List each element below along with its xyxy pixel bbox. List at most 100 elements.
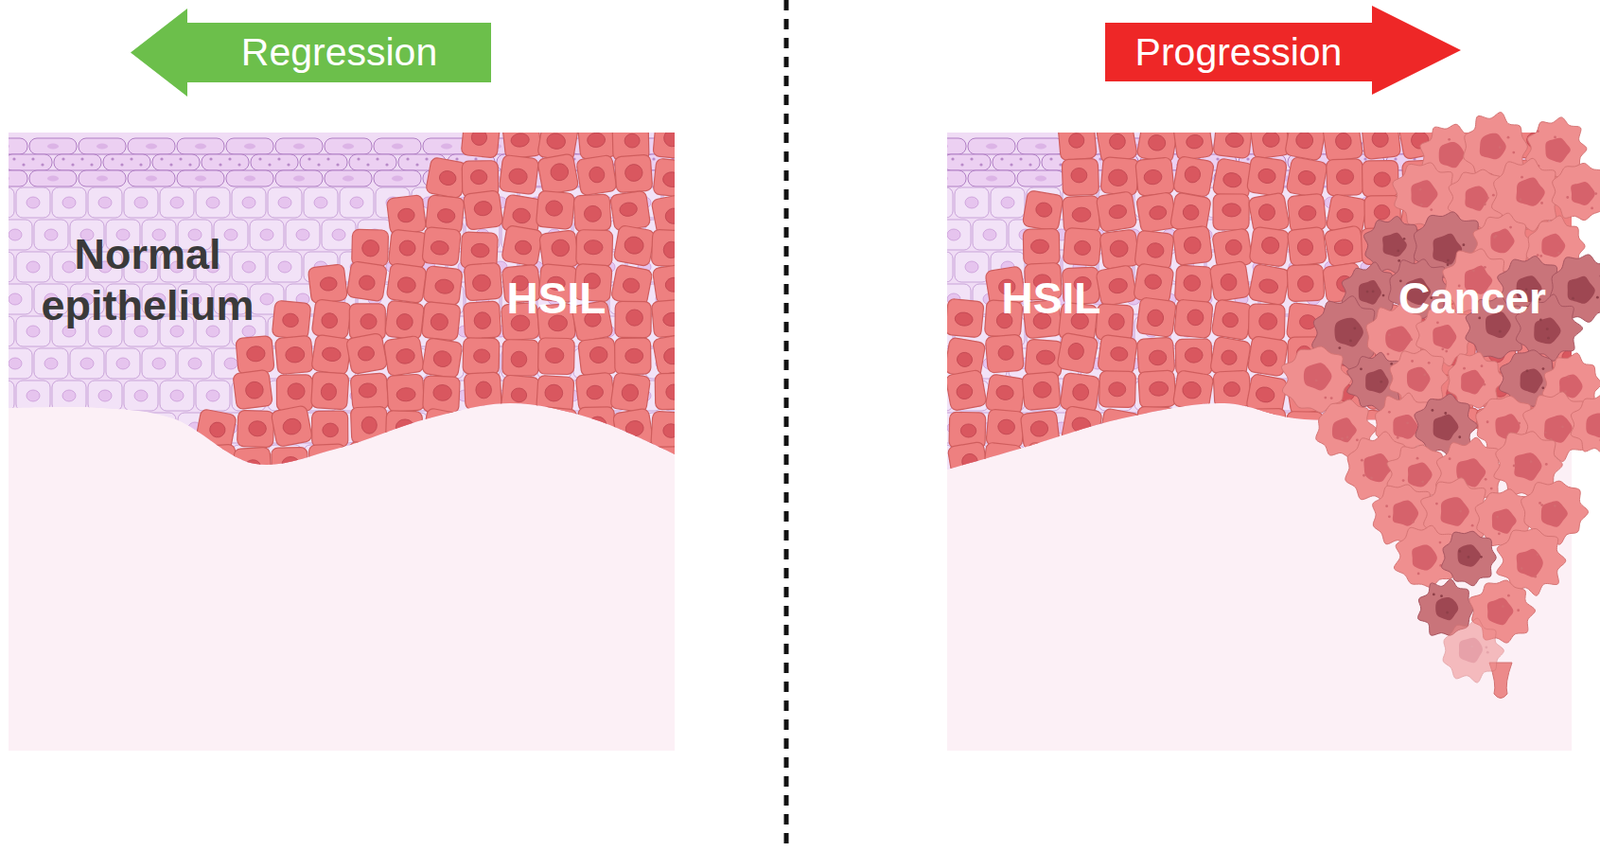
right-epithelium [918, 117, 1600, 540]
squamous-cell [78, 138, 126, 155]
hsil-cell [463, 371, 502, 410]
cell-nucleus [1270, 486, 1284, 498]
hsil-cell [311, 298, 352, 340]
hsil-cell [610, 263, 653, 307]
hsil-cell [232, 369, 273, 409]
hsil-cell [947, 440, 989, 483]
basal-cell [447, 509, 482, 540]
cell-nucleus [206, 518, 220, 530]
basal-cell [1062, 444, 1097, 475]
basal-cell [1062, 509, 1097, 540]
cell-nucleus [1252, 518, 1266, 530]
cell-nucleus [691, 293, 705, 305]
hsil-cell [1033, 381, 1053, 399]
basal-cell [1080, 476, 1115, 508]
hsil-cell [1107, 132, 1126, 151]
hsil-cell [1248, 226, 1290, 267]
cancer-cell [1397, 259, 1401, 263]
hsil-cell [463, 262, 503, 301]
basal-cell [591, 509, 626, 540]
hsil-cell [1286, 226, 1327, 266]
squamous-cell [373, 138, 422, 155]
hsil-cell [244, 458, 261, 474]
hsil-cell [1058, 445, 1096, 483]
hsil-cell [1095, 122, 1138, 164]
cell-nucleus [0, 261, 4, 273]
hsil-cell [360, 314, 377, 330]
hsil-cell [245, 380, 265, 400]
cell-nucleus [293, 143, 305, 150]
hsil-cell [1285, 156, 1328, 198]
hsil-cell [1210, 444, 1249, 484]
cancer-cell [1419, 188, 1423, 192]
hsil-cell [1248, 192, 1290, 234]
hsil-cell [421, 407, 463, 450]
hsil-cell [233, 446, 272, 485]
squamous-cell [324, 170, 372, 187]
hsil-cell [945, 298, 985, 338]
hsil-cell [985, 408, 1025, 448]
hsil-cell [276, 374, 313, 411]
cell-nucleus [194, 143, 207, 150]
cancer-cell [1479, 133, 1507, 160]
hsil-cell [615, 441, 654, 481]
hsil-cell [588, 416, 607, 434]
hsil-cell [1062, 227, 1102, 266]
hsil-cell [1334, 131, 1353, 151]
squamous-cell [4, 154, 53, 171]
cell-nucleus [98, 518, 112, 530]
hsil-cell [1297, 275, 1314, 293]
hsil-cell [583, 239, 603, 255]
cell-nucleus [134, 196, 148, 209]
cell-nucleus [342, 143, 354, 150]
hsil-cell [984, 373, 1026, 415]
hsil-cell [577, 120, 616, 159]
cell-nucleus [929, 261, 943, 273]
hsil-cell [1024, 338, 1064, 378]
hsil-cell [586, 131, 606, 148]
hsil-cell [578, 336, 618, 377]
hsil-cell [651, 333, 694, 375]
cancer-cell [1512, 151, 1515, 155]
cancer-cell [1509, 226, 1513, 229]
hsil-cell [1135, 443, 1172, 480]
hsil-cell [1096, 445, 1136, 485]
basal-cell [501, 412, 536, 443]
hsil-cell [1248, 226, 1290, 267]
basal-cell [483, 444, 518, 475]
hsil-cell [433, 384, 453, 402]
basal-cell [0, 251, 15, 282]
granule [950, 157, 954, 160]
cell-nucleus [391, 143, 404, 150]
granule [237, 162, 241, 166]
cell-nucleus [116, 357, 130, 370]
cell-nucleus [691, 357, 705, 370]
cell-nucleus [1035, 175, 1047, 182]
hsil-cell [588, 165, 606, 184]
cell-nucleus [547, 421, 562, 434]
hsil-cell [1322, 121, 1364, 162]
hsil-cell [1172, 369, 1214, 412]
hsil-cell [421, 300, 461, 341]
hsil-cell [1213, 193, 1249, 230]
hsil-cell [539, 229, 580, 270]
cell-nucleus [116, 486, 130, 498]
hsil-cell [1135, 157, 1175, 196]
basal-cell [159, 444, 194, 475]
hsil-cell [1108, 381, 1126, 397]
hsil-cell [312, 410, 349, 447]
granule [129, 157, 133, 160]
squamous-cell [226, 170, 274, 187]
cell-nucleus [8, 228, 22, 241]
hsil-cell [550, 238, 571, 258]
squamous-cell [176, 170, 225, 187]
cell-nucleus [170, 196, 184, 209]
basal-cell [627, 444, 662, 475]
cell-nucleus [44, 486, 58, 498]
stroma-background [8, 132, 675, 751]
cell-nucleus [673, 389, 687, 402]
hsil-cell [421, 227, 461, 266]
hsil-cell [1224, 238, 1243, 256]
cell-nucleus [475, 421, 490, 434]
basal-cell [1583, 219, 1600, 250]
